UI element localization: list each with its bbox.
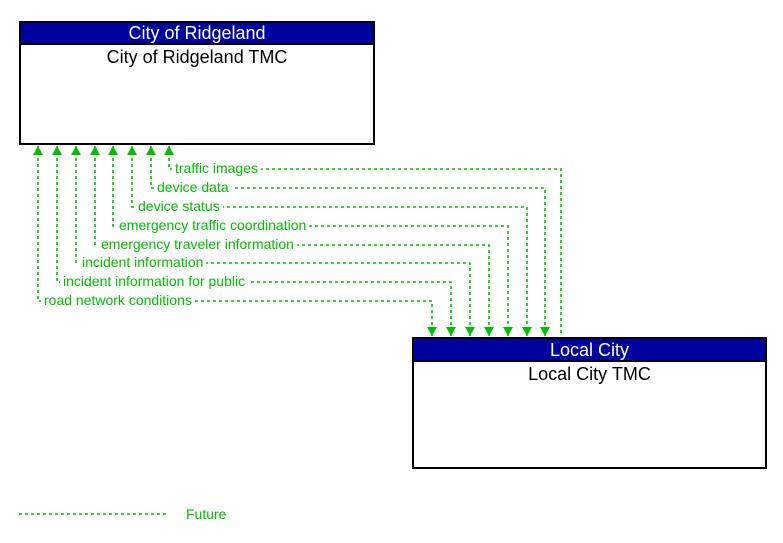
flow-line [168,146,562,336]
flow-line [75,146,471,336]
legend-future-label: Future [186,506,227,522]
up-arrowhead [108,146,118,155]
down-arrowhead [427,327,437,336]
down-arrowhead [446,327,456,336]
down-arrowhead [465,327,475,336]
up-arrowhead [71,146,81,155]
flow-label: incident information [79,254,207,270]
entity-header-city-of-ridgeland: City of Ridgeland [21,23,373,45]
down-arrowhead [540,327,550,336]
down-arrowhead [522,327,532,336]
flow-label: traffic images [172,160,261,176]
up-arrowhead [90,146,100,155]
entity-box-city-of-ridgeland[interactable]: City of Ridgeland City of Ridgeland TMC [19,21,375,145]
entity-header-local-city: Local City [414,339,765,362]
entity-header-label: City of Ridgeland [128,23,266,43]
flow-label: emergency traffic coordination [116,217,310,233]
flow-label: device data [154,179,232,195]
up-arrowhead [164,146,174,155]
down-arrowhead [484,327,494,336]
flow-line [150,146,546,336]
flow-line [131,146,528,336]
flow-label: device status [135,198,223,214]
entity-element-city-of-ridgeland-tmc: City of Ridgeland TMC [106,47,288,67]
flow-line [37,146,433,336]
entity-element-local-city-tmc: Local City TMC [528,364,651,384]
up-arrowhead [146,146,156,155]
down-arrowhead [503,327,513,336]
up-arrowhead [33,146,43,155]
flow-line [112,146,509,336]
flow-line [56,146,452,336]
up-arrowhead [127,146,137,155]
flow-label: emergency traveler information [98,236,297,252]
up-arrowhead [52,146,62,155]
flow-label: incident information for public [60,273,249,289]
entity-box-local-city[interactable]: Local City Local City TMC [412,337,767,469]
entity-header-label: Local City [549,340,630,360]
flow-label: road network conditions [41,292,195,308]
